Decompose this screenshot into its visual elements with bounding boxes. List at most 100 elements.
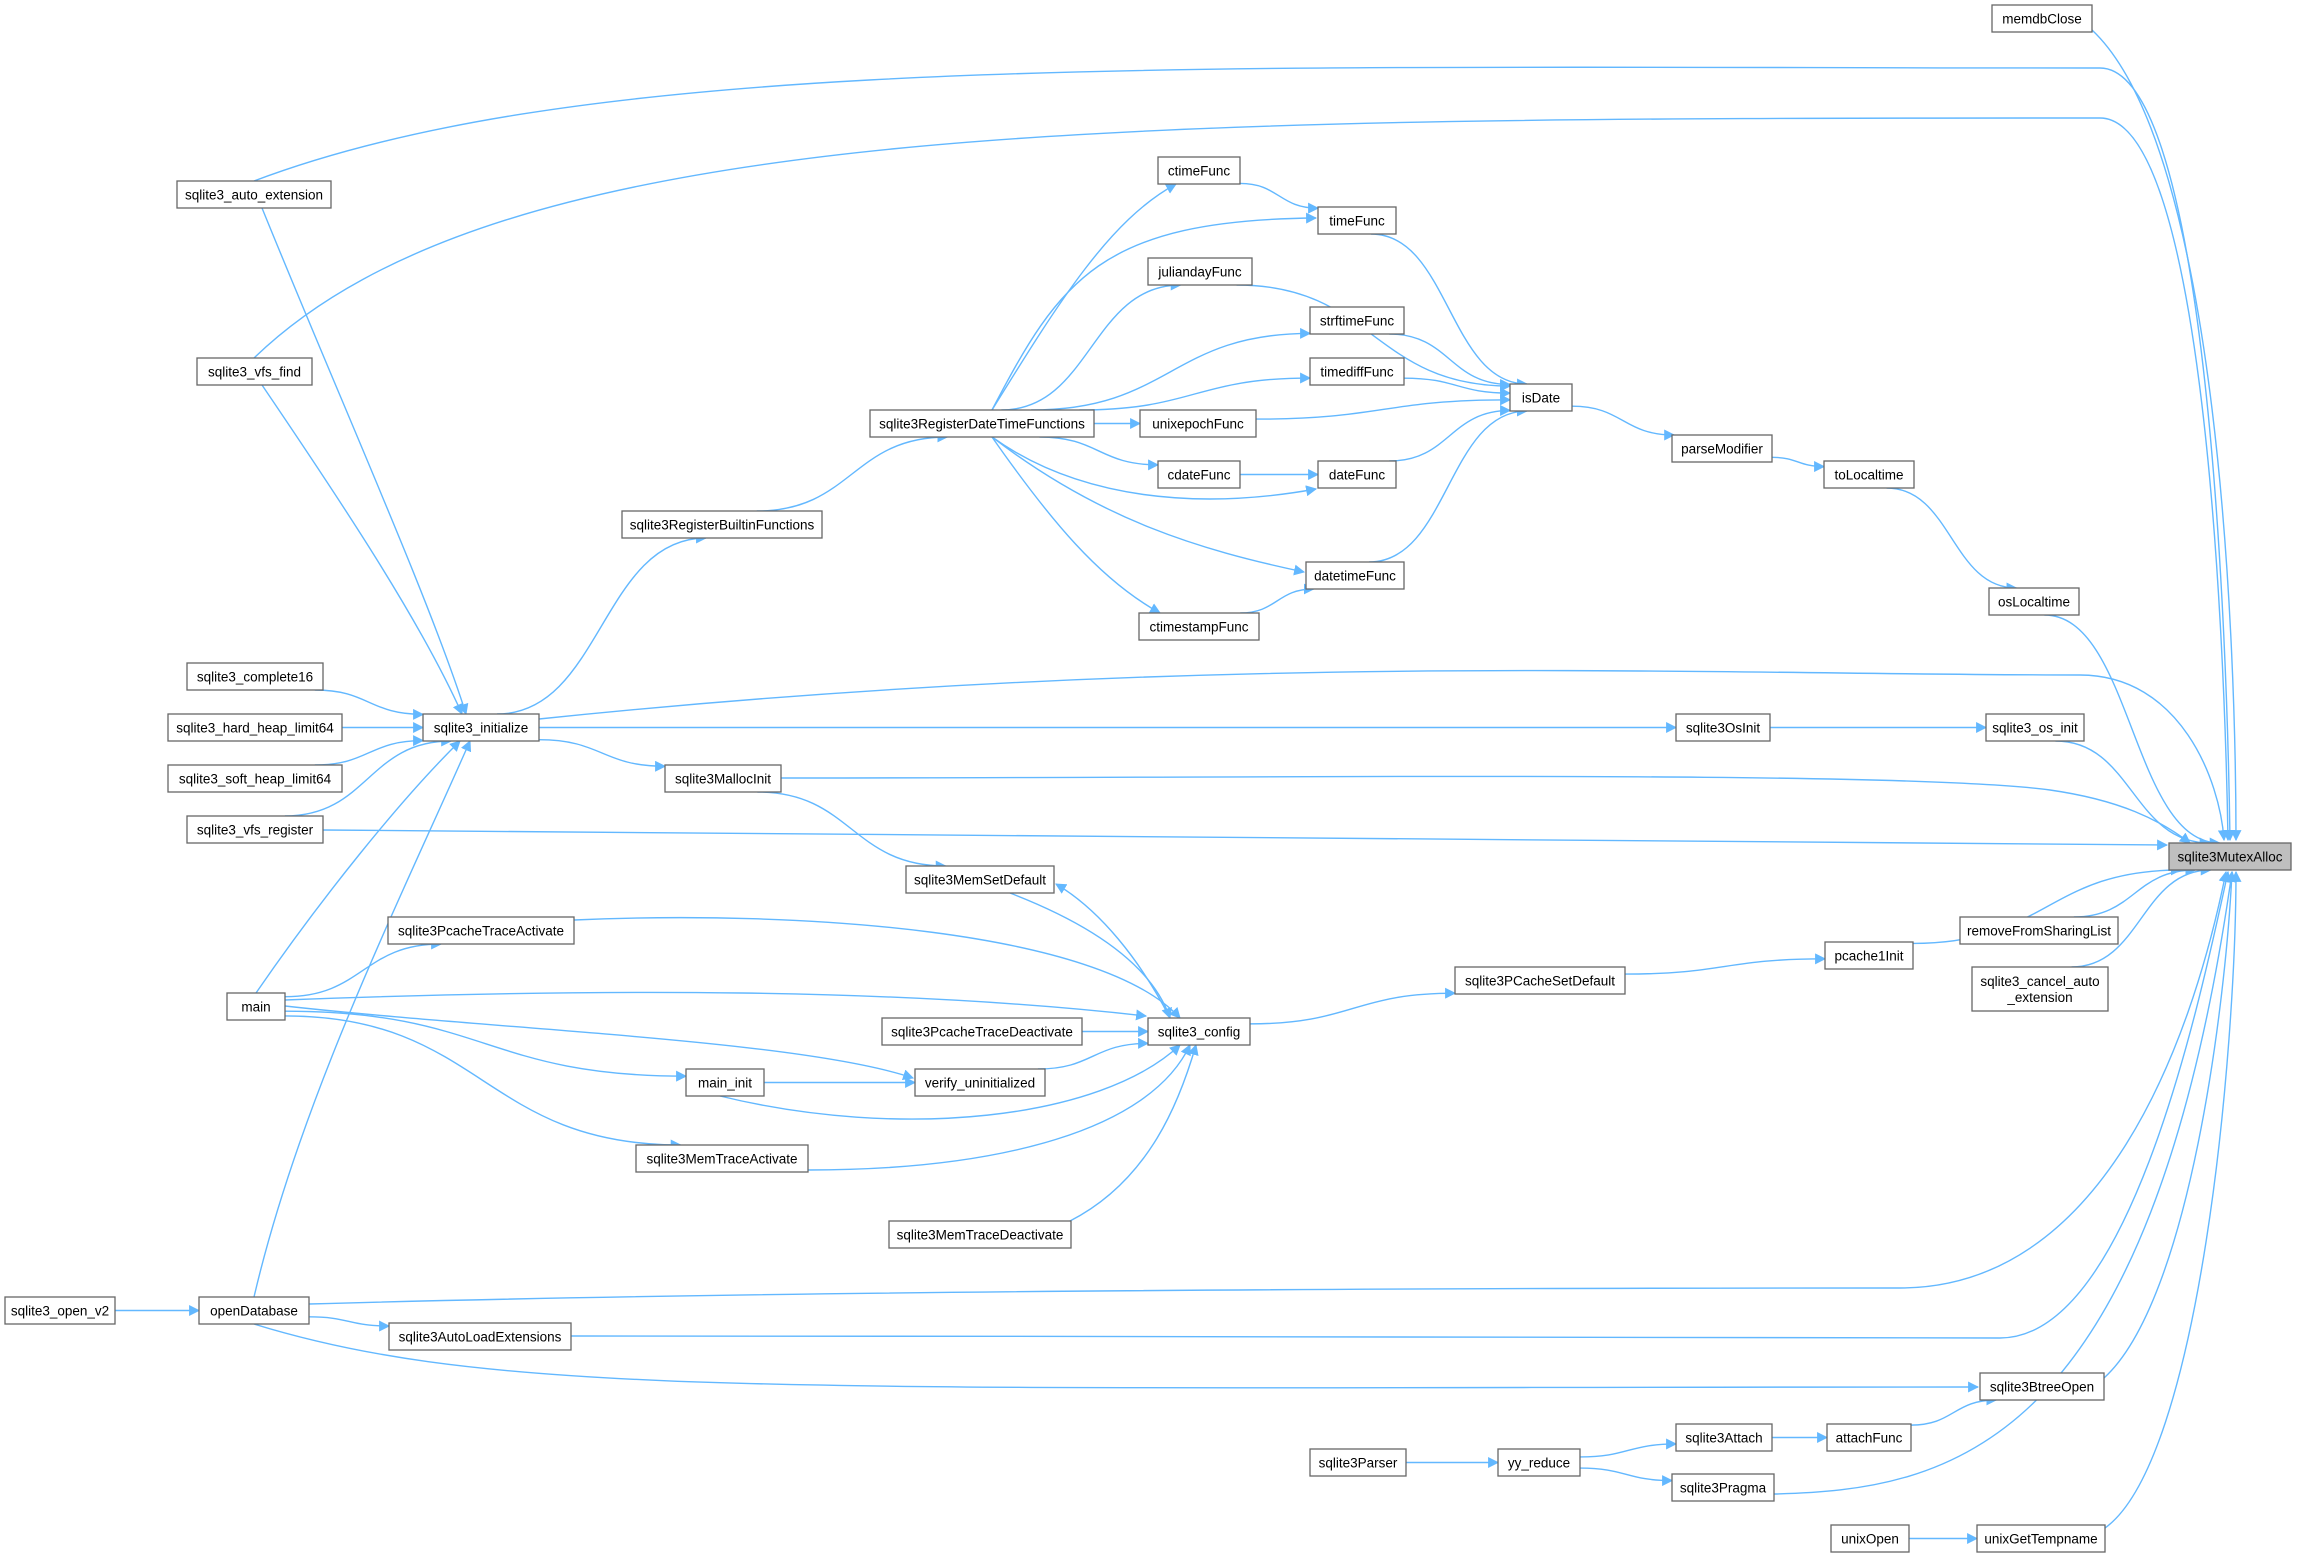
node-datetimeFunc[interactable]: datetimeFunc — [1305, 561, 1405, 590]
node-sqlite3RegisterBuiltinFunctions[interactable]: sqlite3RegisterBuiltinFunctions — [621, 510, 823, 539]
node-sqlite3_initialize[interactable]: sqlite3_initialize — [422, 713, 540, 742]
node-timediffFunc[interactable]: timediffFunc — [1309, 357, 1405, 386]
node-dateFunc[interactable]: dateFunc — [1317, 460, 1397, 489]
node-ctimestampFunc[interactable]: ctimestampFunc — [1138, 612, 1260, 641]
node-label: sqlite3_vfs_register — [197, 823, 314, 838]
edge-unixepochFunc-to-isDate — [1255, 394, 1512, 420]
node-verify_uninitialized[interactable]: verify_uninitialized — [914, 1068, 1046, 1097]
node-label: sqlite3_auto_extension — [185, 188, 323, 203]
node-ctimeFunc[interactable]: ctimeFunc — [1157, 156, 1241, 185]
node-unixepochFunc[interactable]: unixepochFunc — [1139, 409, 1257, 438]
node-box — [1824, 941, 1914, 970]
node-sqlite3_config[interactable]: sqlite3_config — [1147, 1017, 1251, 1046]
edge-sqlite3_vfs_register-to-sqlite3_initialize — [284, 735, 453, 817]
node-timeFunc[interactable]: timeFunc — [1317, 206, 1397, 235]
node-attachFunc[interactable]: attachFunc — [1826, 1423, 1912, 1452]
node-sqlite3Parser[interactable]: sqlite3Parser — [1309, 1448, 1407, 1477]
node-sqlite3_open_v2[interactable]: sqlite3_open_v2 — [4, 1296, 116, 1325]
edge-pcache1Init-to-sqlite3MutexAlloc — [1912, 864, 2182, 945]
node-sqlite3OsInit[interactable]: sqlite3OsInit — [1675, 713, 1771, 742]
edge-sqlite3MemTraceActivate-to-sqlite3_config — [807, 1044, 1191, 1171]
node-main[interactable]: main — [226, 992, 286, 1021]
node-box — [1826, 1423, 1912, 1452]
node-cdateFunc[interactable]: cdateFunc — [1157, 460, 1241, 489]
edge-sqlite3RegisterDateTimeFunctions-to-timediffFunc — [1079, 372, 1312, 411]
node-label: sqlite3PCacheSetDefault — [1465, 974, 1615, 989]
node-sqlite3_hard_heap_limit64[interactable]: sqlite3_hard_heap_limit64 — [167, 713, 343, 742]
node-box — [186, 815, 324, 844]
node-label: memdbClose — [2002, 12, 2082, 27]
node-label: sqlite3_hard_heap_limit64 — [176, 721, 334, 736]
edge-sqlite3_initialize-to-sqlite3MutexAlloc — [538, 669, 2229, 842]
node-label: openDatabase — [210, 1304, 298, 1319]
edge-timeFunc-to-isDate — [1371, 233, 1529, 390]
node-sqlite3MemSetDefault[interactable]: sqlite3MemSetDefault — [905, 865, 1055, 894]
node-label: sqlite3Parser — [1319, 1456, 1398, 1471]
edge-removeFromSharingList-to-sqlite3MutexAlloc — [2073, 864, 2197, 918]
edge-main-to-verify_uninitialized — [284, 1005, 915, 1081]
node-pcache1Init[interactable]: pcache1Init — [1824, 941, 1914, 970]
node-toLocaltime[interactable]: toLocaltime — [1823, 460, 1915, 489]
edges-layer — [115, 29, 2242, 1544]
node-sqlite3MutexAlloc[interactable]: sqlite3MutexAlloc — [2168, 842, 2292, 871]
node-yy_reduce[interactable]: yy_reduce — [1497, 1448, 1581, 1477]
node-osLocaltime[interactable]: osLocaltime — [1988, 587, 2080, 616]
node-label: toLocaltime — [1834, 468, 1903, 483]
node-sqlite3Attach[interactable]: sqlite3Attach — [1675, 1423, 1773, 1452]
node-sqlite3PcacheTraceDeactivate[interactable]: sqlite3PcacheTraceDeactivate — [881, 1017, 1083, 1046]
node-memdbClose[interactable]: memdbClose — [1991, 4, 2093, 33]
node-main_init[interactable]: main_init — [685, 1068, 765, 1097]
node-sqlite3RegisterDateTimeFunctions[interactable]: sqlite3RegisterDateTimeFunctions — [869, 409, 1095, 438]
node-box — [1675, 713, 1771, 742]
node-label: isDate — [1522, 391, 1560, 406]
node-sqlite3_auto_extension[interactable]: sqlite3_auto_extension — [176, 180, 332, 209]
node-sqlite3MallocInit[interactable]: sqlite3MallocInit — [664, 764, 782, 793]
node-sqlite3Pragma[interactable]: sqlite3Pragma — [1671, 1473, 1775, 1502]
edge-main-to-sqlite3_config — [284, 991, 1148, 1021]
node-sqlite3_complete16[interactable]: sqlite3_complete16 — [186, 662, 324, 691]
node-strftimeFunc[interactable]: strftimeFunc — [1309, 306, 1405, 335]
node-sqlite3MemTraceDeactivate[interactable]: sqlite3MemTraceDeactivate — [888, 1220, 1072, 1249]
node-label: verify_uninitialized — [925, 1076, 1035, 1091]
node-box — [914, 1068, 1046, 1097]
node-sqlite3AutoLoadExtensions[interactable]: sqlite3AutoLoadExtensions — [388, 1322, 572, 1351]
node-box — [226, 992, 286, 1021]
node-sqlite3_soft_heap_limit64[interactable]: sqlite3_soft_heap_limit64 — [167, 764, 343, 793]
node-unixOpen[interactable]: unixOpen — [1830, 1524, 1910, 1553]
node-box — [1157, 460, 1241, 489]
node-box — [167, 764, 343, 793]
edge-datetimeFunc-to-isDate — [1369, 405, 1528, 563]
node-label: cdateFunc — [1167, 468, 1230, 483]
node-label: sqlite3RegisterDateTimeFunctions — [879, 417, 1085, 432]
node-box — [1309, 1448, 1407, 1477]
node-sqlite3BtreeOpen[interactable]: sqlite3BtreeOpen — [1979, 1372, 2105, 1401]
edge-memdbClose-to-sqlite3MutexAlloc — [2091, 29, 2242, 842]
node-juliandayFunc[interactable]: juliandayFunc — [1147, 257, 1253, 286]
node-label: dateFunc — [1329, 468, 1386, 483]
node-sqlite3_vfs_find[interactable]: sqlite3_vfs_find — [196, 357, 313, 386]
node-box — [905, 865, 1055, 894]
node-isDate[interactable]: isDate — [1509, 383, 1573, 412]
node-label: sqlite3_cancel_auto — [1980, 974, 2099, 989]
node-unixGetTempname[interactable]: unixGetTempname — [1976, 1524, 2106, 1553]
edge-sqlite3MallocInit-to-sqlite3MutexAlloc — [780, 775, 2191, 844]
node-parseModifier[interactable]: parseModifier — [1671, 434, 1773, 463]
node-box — [685, 1068, 765, 1097]
edge-sqlite3BtreeOpen-to-sqlite3MutexAlloc — [2103, 870, 2238, 1379]
node-box — [1317, 206, 1397, 235]
edge-openDatabase-to-sqlite3BtreeOpen — [253, 1323, 1980, 1393]
edge-sqlite3_vfs_find-to-sqlite3_initialize — [261, 384, 463, 716]
node-sqlite3_vfs_register[interactable]: sqlite3_vfs_register — [186, 815, 324, 844]
node-removeFromSharingList[interactable]: removeFromSharingList — [1959, 916, 2119, 945]
node-label: main — [241, 1000, 270, 1015]
node-label: sqlite3_os_init — [1992, 721, 2078, 736]
node-sqlite3PCacheSetDefault[interactable]: sqlite3PCacheSetDefault — [1454, 966, 1626, 995]
node-openDatabase[interactable]: openDatabase — [198, 1296, 310, 1325]
node-sqlite3_cancel_auto_extension[interactable]: sqlite3_cancel_auto_extension — [1971, 966, 2109, 1012]
node-label: sqlite3MemSetDefault — [914, 873, 1046, 888]
node-sqlite3PcacheTraceActivate[interactable]: sqlite3PcacheTraceActivate — [387, 916, 575, 945]
node-box — [167, 713, 343, 742]
node-label: ctimeFunc — [1168, 164, 1231, 179]
node-sqlite3MemTraceActivate[interactable]: sqlite3MemTraceActivate — [635, 1144, 809, 1173]
node-sqlite3_os_init[interactable]: sqlite3_os_init — [1985, 713, 2085, 742]
